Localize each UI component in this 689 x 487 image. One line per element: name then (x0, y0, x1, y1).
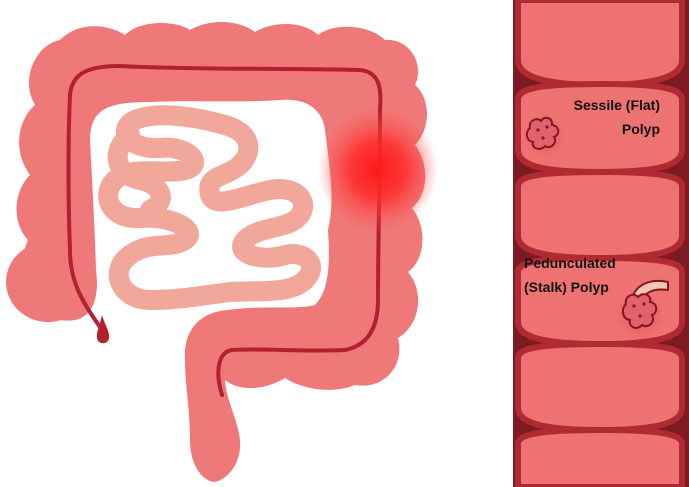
inflammation-glow (318, 108, 438, 232)
cecum (6, 242, 90, 322)
pedunculated-label-line2: (Stalk) Polyp (524, 279, 609, 295)
sessile-label-line1: Sessile (Flat) (574, 97, 660, 113)
blood-drop (97, 315, 109, 343)
large-intestine (6, 22, 427, 482)
small-intestine (108, 115, 311, 300)
pedunculated-label-line1: Pedunculated (524, 255, 616, 271)
colon-body (16, 22, 427, 482)
small-intestine-coil (108, 115, 311, 300)
sessile-label-line2: Polyp (622, 121, 660, 137)
tube-segments (518, 0, 682, 487)
sessile-polyp-icon (522, 114, 566, 158)
colon-tube: Sessile (Flat) Polyp Pedunculated (Stalk… (513, 0, 689, 487)
